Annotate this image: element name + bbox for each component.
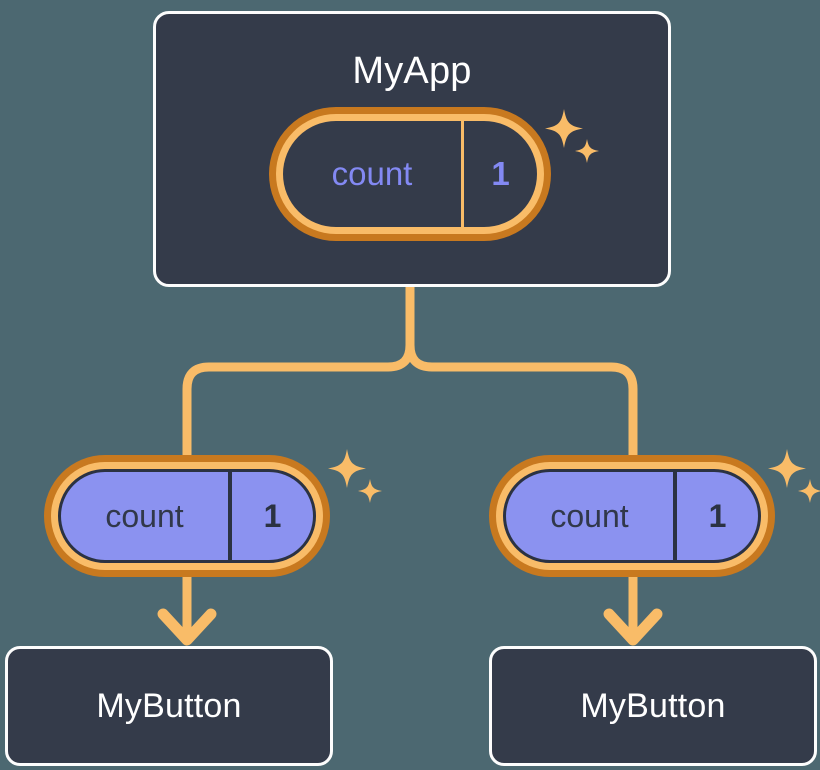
state-pill-child-right[interactable]: count 1 [489, 455, 775, 577]
state-pill-ring: count 1 [51, 462, 323, 570]
arrow-down-icon [603, 572, 663, 646]
component-card-mybutton-left[interactable]: MyButton [5, 646, 333, 766]
state-pill-root[interactable]: count 1 [269, 107, 551, 241]
wire-root-to-left [182, 282, 415, 460]
component-title: MyButton [580, 686, 726, 725]
state-value: 1 [461, 121, 537, 227]
state-pill-child-left[interactable]: count 1 [44, 455, 330, 577]
sparkle-icon [328, 449, 382, 503]
state-value: 1 [228, 472, 313, 560]
state-key: count [550, 497, 629, 534]
wire-root-to-right [405, 282, 638, 460]
state-pill-body: count 1 [503, 469, 761, 563]
component-card-mybutton-right[interactable]: MyButton [489, 646, 817, 766]
state-value: 1 [673, 472, 758, 560]
state-pill-body: count 1 [58, 469, 316, 563]
state-pill-ring: count 1 [276, 114, 544, 234]
state-key: count [105, 497, 184, 534]
state-pill-ring: count 1 [496, 462, 768, 570]
arrow-down-icon [157, 572, 217, 646]
component-title: MyButton [96, 686, 242, 725]
state-key: count [331, 155, 413, 192]
state-pill-body: count 1 [283, 121, 537, 227]
page-title: MyApp [352, 50, 472, 92]
